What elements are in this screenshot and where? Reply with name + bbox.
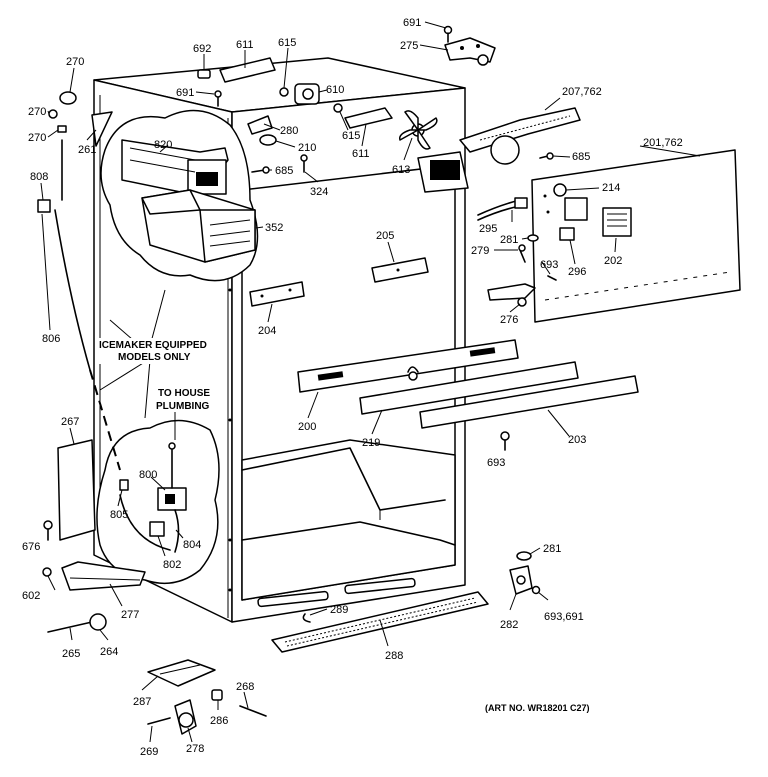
label-267: 267 — [61, 416, 79, 428]
label-276: 276 — [500, 314, 518, 326]
label-264: 264 — [100, 646, 118, 658]
label-286: 286 — [210, 715, 228, 727]
label-277: 277 — [121, 609, 139, 621]
label-806: 806 — [42, 333, 60, 345]
plumbing-callout — [96, 419, 220, 585]
icemaker-note-line2: MODELS ONLY — [118, 352, 191, 363]
bracket-282 — [509, 551, 541, 595]
label-295: 295 — [479, 223, 497, 235]
panel-267 — [57, 439, 96, 541]
label-219: 219 — [362, 437, 380, 449]
label-324: 324 — [310, 186, 328, 198]
notes: ICEMAKER EQUIPPED MODELS ONLY TO HOUSE P… — [95, 338, 590, 713]
label-281-bottom: 281 — [543, 543, 561, 555]
top-hinge-group — [197, 25, 496, 174]
control-panel — [477, 149, 741, 323]
label-615-mid: 615 — [342, 130, 360, 142]
label-676: 676 — [22, 541, 40, 553]
rail-219 — [359, 361, 579, 415]
label-281-top: 281 — [500, 234, 518, 246]
label-200: 200 — [298, 421, 316, 433]
label-279: 279 — [471, 245, 489, 257]
label-611-top: 611 — [236, 39, 254, 51]
label-288: 288 — [385, 650, 403, 662]
label-611-low: 611 — [352, 148, 370, 160]
label-692: 692 — [193, 43, 211, 55]
ice-bucket — [141, 189, 256, 263]
label-685-right: 685 — [572, 151, 590, 163]
label-693-mid: 693 — [487, 457, 505, 469]
label-201-762: 201,762 — [643, 137, 683, 149]
part-labels: 691 275 692 611 615 270 691 610 207,762 … — [22, 17, 683, 758]
roller-278 — [147, 699, 197, 735]
label-610: 610 — [326, 84, 344, 96]
bracket-204 — [249, 281, 305, 307]
label-289: 289 — [330, 604, 348, 616]
label-265: 265 — [62, 648, 80, 660]
axle-265-wheel-264 — [47, 613, 107, 633]
label-615-top: 615 — [278, 37, 296, 49]
label-693-691: 693,691 — [544, 611, 584, 623]
plumbing-note-line1: TO HOUSE — [158, 388, 210, 399]
art-number: (ART NO. WR18201 C27) — [485, 703, 590, 713]
label-352: 352 — [265, 222, 283, 234]
label-296: 296 — [568, 266, 586, 278]
label-210: 210 — [298, 142, 316, 154]
label-275: 275 — [400, 40, 418, 52]
label-269: 269 — [140, 746, 158, 758]
label-207-762: 207,762 — [562, 86, 602, 98]
label-802: 802 — [163, 559, 181, 571]
screw-676 — [43, 520, 53, 541]
label-268: 268 — [236, 681, 254, 693]
label-808: 808 — [30, 171, 48, 183]
evaporator-fan — [398, 107, 581, 193]
icemaker-assembly — [121, 139, 229, 197]
label-278: 278 — [186, 743, 204, 755]
label-261: 261 — [78, 144, 96, 156]
bracket-287 — [147, 659, 216, 687]
mullion-200 — [297, 339, 519, 393]
clip-289 — [302, 613, 311, 623]
label-205: 205 — [376, 230, 394, 242]
plumbing-note-line2: PLUMBING — [156, 401, 210, 412]
label-691-mid: 691 — [176, 87, 194, 99]
label-270-low: 270 — [28, 132, 46, 144]
screw-268 — [239, 705, 267, 717]
base-277 — [61, 561, 146, 591]
label-203: 203 — [568, 434, 586, 446]
label-613: 613 — [392, 164, 410, 176]
label-202: 202 — [604, 255, 622, 267]
label-280: 280 — [280, 125, 298, 137]
screw-693-mid — [500, 431, 510, 451]
leader-lines — [40, 21, 701, 743]
water-tube-806 — [37, 91, 121, 471]
label-805: 805 — [110, 509, 128, 521]
label-270-mid: 270 — [28, 106, 46, 118]
label-800: 800 — [139, 469, 157, 481]
label-214: 214 — [602, 182, 620, 194]
label-282: 282 — [500, 619, 518, 631]
label-270-top: 270 — [66, 56, 84, 68]
label-693-panel: 693 — [540, 259, 558, 271]
icemaker-note-line1: ICEMAKER EQUIPPED — [99, 340, 207, 351]
label-804: 804 — [183, 539, 201, 551]
bracket-205 — [371, 257, 429, 283]
label-602: 602 — [22, 590, 40, 602]
label-820: 820 — [154, 139, 172, 151]
label-204: 204 — [258, 325, 276, 337]
rail-203 — [419, 375, 639, 429]
label-685-left: 685 — [275, 165, 293, 177]
label-287: 287 — [133, 696, 151, 708]
label-691-top: 691 — [403, 17, 421, 29]
screw-602 — [42, 567, 52, 577]
bushing-286 — [211, 689, 223, 701]
